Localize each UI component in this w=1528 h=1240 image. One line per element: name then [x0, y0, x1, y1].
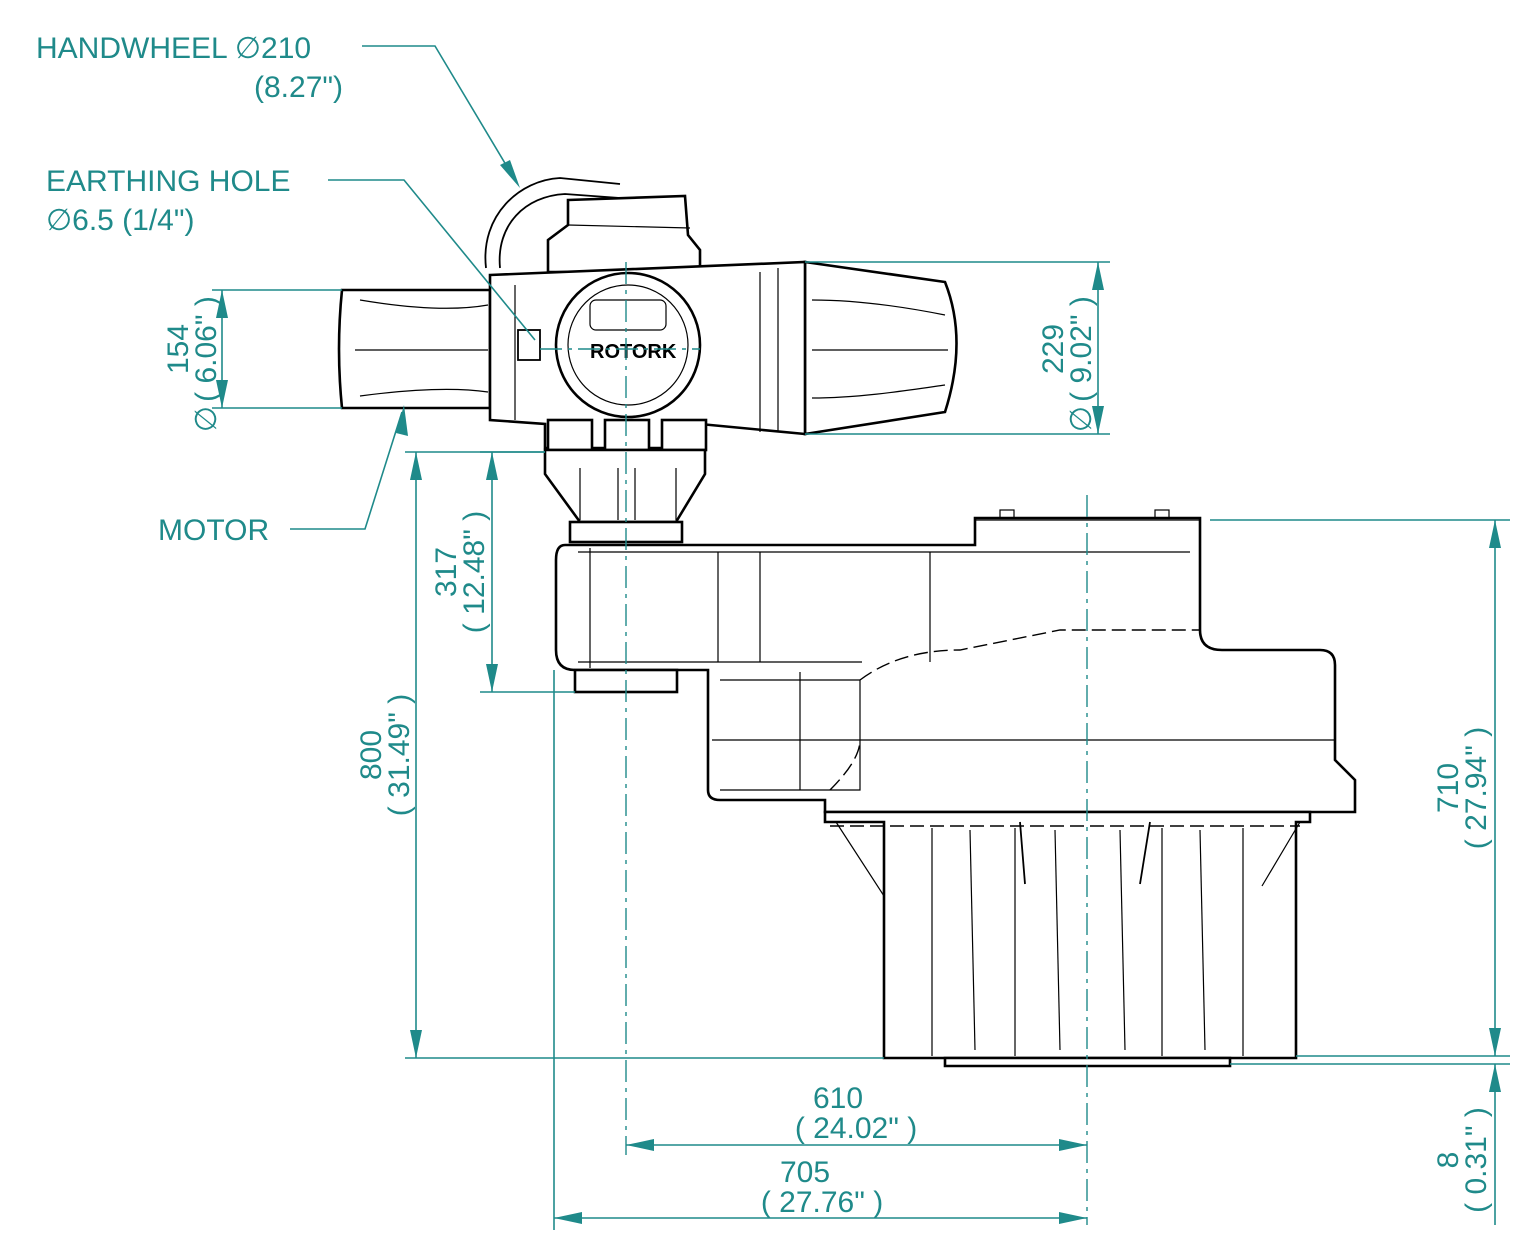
dimension-values: 154 ( 6.06" ) ∅ 229 ( 9.02" ) ∅ 317 ( 12…: [162, 296, 1493, 1219]
dim-154-inch: ( 6.06" ): [190, 296, 223, 402]
center-lines: [540, 262, 1088, 1225]
motor-label: MOTOR: [158, 514, 269, 547]
dim-610-inch: ( 24.02" ): [795, 1112, 917, 1145]
earthing-label: EARTHING HOLE: [46, 165, 291, 198]
base-housing: [823, 810, 1312, 1060]
dim-800-inch: ( 31.49" ): [383, 694, 416, 816]
leader-lines: [290, 45, 536, 530]
earthing-hole: [517, 329, 541, 361]
gearbox-arm: [554, 516, 1357, 814]
handwheel: [484, 177, 621, 269]
dim-229-mm: 229: [1037, 324, 1070, 374]
base-flange: [943, 1056, 1232, 1068]
dim-705-inch: ( 27.76" ): [761, 1186, 883, 1219]
display-window: [554, 271, 702, 419]
dim-317-mm: 317: [430, 547, 463, 597]
dim-705-mm: 705: [780, 1156, 830, 1189]
handwheel-size-label: (8.27"): [254, 71, 343, 104]
dim-317-inch: ( 12.48" ): [458, 511, 491, 633]
dim-154-diameter: ∅: [190, 406, 223, 432]
dim-229-diameter: ∅: [1065, 406, 1098, 432]
dim-154-mm: 154: [162, 324, 195, 374]
dim-229-inch: ( 9.02" ): [1065, 296, 1098, 402]
motor-right: [803, 260, 958, 436]
dim-800-mm: 800: [355, 730, 388, 780]
motor-left: [337, 288, 492, 410]
dim-610-mm: 610: [813, 1082, 863, 1115]
earthing-size-label: ∅6.5 (1/4"): [46, 204, 195, 237]
dim-8-mm: 8: [1432, 1152, 1465, 1169]
actuator-outline: ROTORK: [337, 177, 1357, 1068]
dim-710-inch: ( 27.94" ): [1460, 727, 1493, 849]
dimension-lines: [212, 261, 1510, 1230]
gearbox-adaptor: [543, 448, 707, 524]
handwheel-label: HANDWHEEL ∅210: [36, 32, 311, 65]
conduit-bosses: [546, 418, 708, 452]
dim-710-mm: 710: [1432, 763, 1465, 813]
brand-logo: ROTORK: [590, 341, 677, 363]
dim-8-inch: ( 0.31" ): [1460, 1107, 1493, 1213]
callout-labels: HANDWHEEL ∅210 (8.27") EARTHING HOLE ∅6.…: [36, 32, 343, 547]
top-cover: [546, 194, 702, 274]
